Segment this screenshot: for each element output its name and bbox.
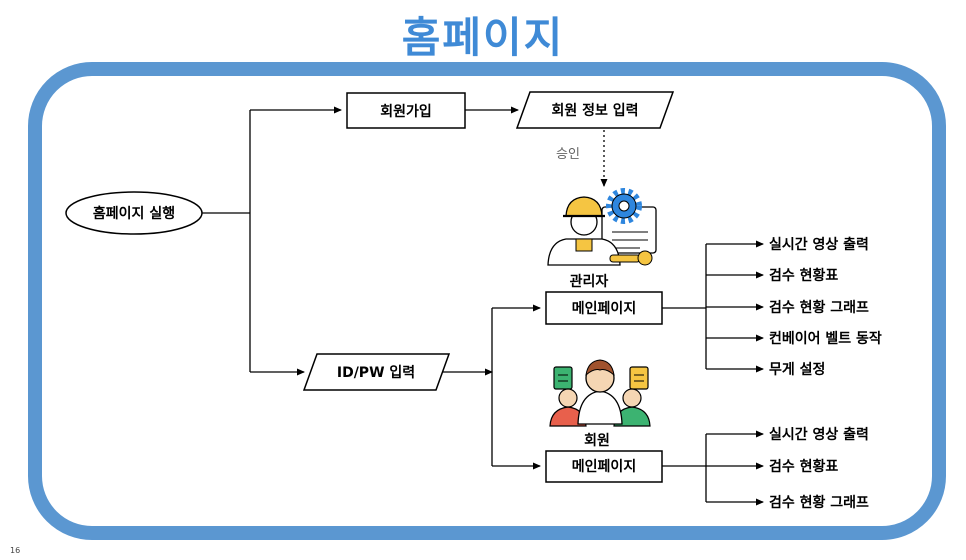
team-members-icon xyxy=(549,359,651,427)
node-signup: 회원가입 xyxy=(346,92,466,129)
engineer-collar xyxy=(575,238,593,252)
slide-title: 홈페이지 xyxy=(401,13,565,62)
engineer-with-gear-icon xyxy=(547,188,657,266)
diagram-frame xyxy=(28,62,946,540)
admin-main-label: 메인페이지 xyxy=(572,300,636,317)
admin-feature-item: 실시간 영상 출력 xyxy=(769,236,869,253)
wrench-head xyxy=(637,250,653,266)
admin-feature-item: 검수 현황표 xyxy=(769,267,838,284)
right-member-head xyxy=(622,388,642,408)
admin-main-box xyxy=(545,291,663,325)
document-badge-left xyxy=(553,366,573,390)
member-main-label: 메인페이지 xyxy=(572,458,636,475)
helmet-shape xyxy=(565,196,603,217)
member-feature-list: 실시간 영상 출력 검수 현황표 검수 현황 그래프 xyxy=(769,426,869,511)
node-member-main: 메인페이지 xyxy=(545,450,663,483)
login-parallelogram xyxy=(302,353,451,391)
node-admin-main: 메인페이지 xyxy=(545,291,663,325)
admin-feature-item: 무게 설정 xyxy=(769,361,825,378)
admin-feature-item: 검수 현황 그래프 xyxy=(769,299,869,316)
signup-box xyxy=(346,92,466,129)
member-role-label: 회원 xyxy=(584,433,610,449)
gear-teeth xyxy=(606,188,642,224)
node-member-info: 회원 정보 입력 xyxy=(515,91,675,129)
admin-role-label: 관리자 xyxy=(570,273,609,290)
member-info-label: 회원 정보 입력 xyxy=(551,102,638,119)
start-label: 홈페이지 실행 xyxy=(93,205,175,222)
gear-hole xyxy=(618,200,630,212)
member-feature-item: 검수 현황 그래프 xyxy=(769,494,869,511)
node-start: 홈페이지 실행 xyxy=(65,191,203,235)
connectors xyxy=(202,106,707,502)
admin-feature-list: 실시간 영상 출력 검수 현황표 검수 현황 그래프 컨베이어 벨트 동작 무게… xyxy=(769,236,882,378)
node-login: ID/PW 입력 xyxy=(302,353,451,391)
page-number: 16 xyxy=(10,546,21,555)
center-member-hair xyxy=(585,359,615,377)
admin-feature-arrows xyxy=(706,240,764,373)
document-badge-right xyxy=(629,366,649,390)
member-info-parallelogram xyxy=(515,91,675,129)
start-ellipse xyxy=(65,191,203,235)
wrench-handle xyxy=(609,254,641,263)
member-feature-item: 검수 현황표 xyxy=(769,458,838,475)
approval-label: 승인 xyxy=(556,147,580,162)
member-feature-item: 실시간 영상 출력 xyxy=(769,426,869,443)
admin-feature-item: 컨베이어 벨트 동작 xyxy=(769,330,882,347)
signup-label: 회원가입 xyxy=(380,104,432,120)
member-main-box xyxy=(545,450,663,483)
center-member-body xyxy=(577,390,623,425)
login-label: ID/PW 입력 xyxy=(337,365,415,381)
member-feature-arrows xyxy=(706,430,764,506)
left-member-head xyxy=(558,388,578,408)
